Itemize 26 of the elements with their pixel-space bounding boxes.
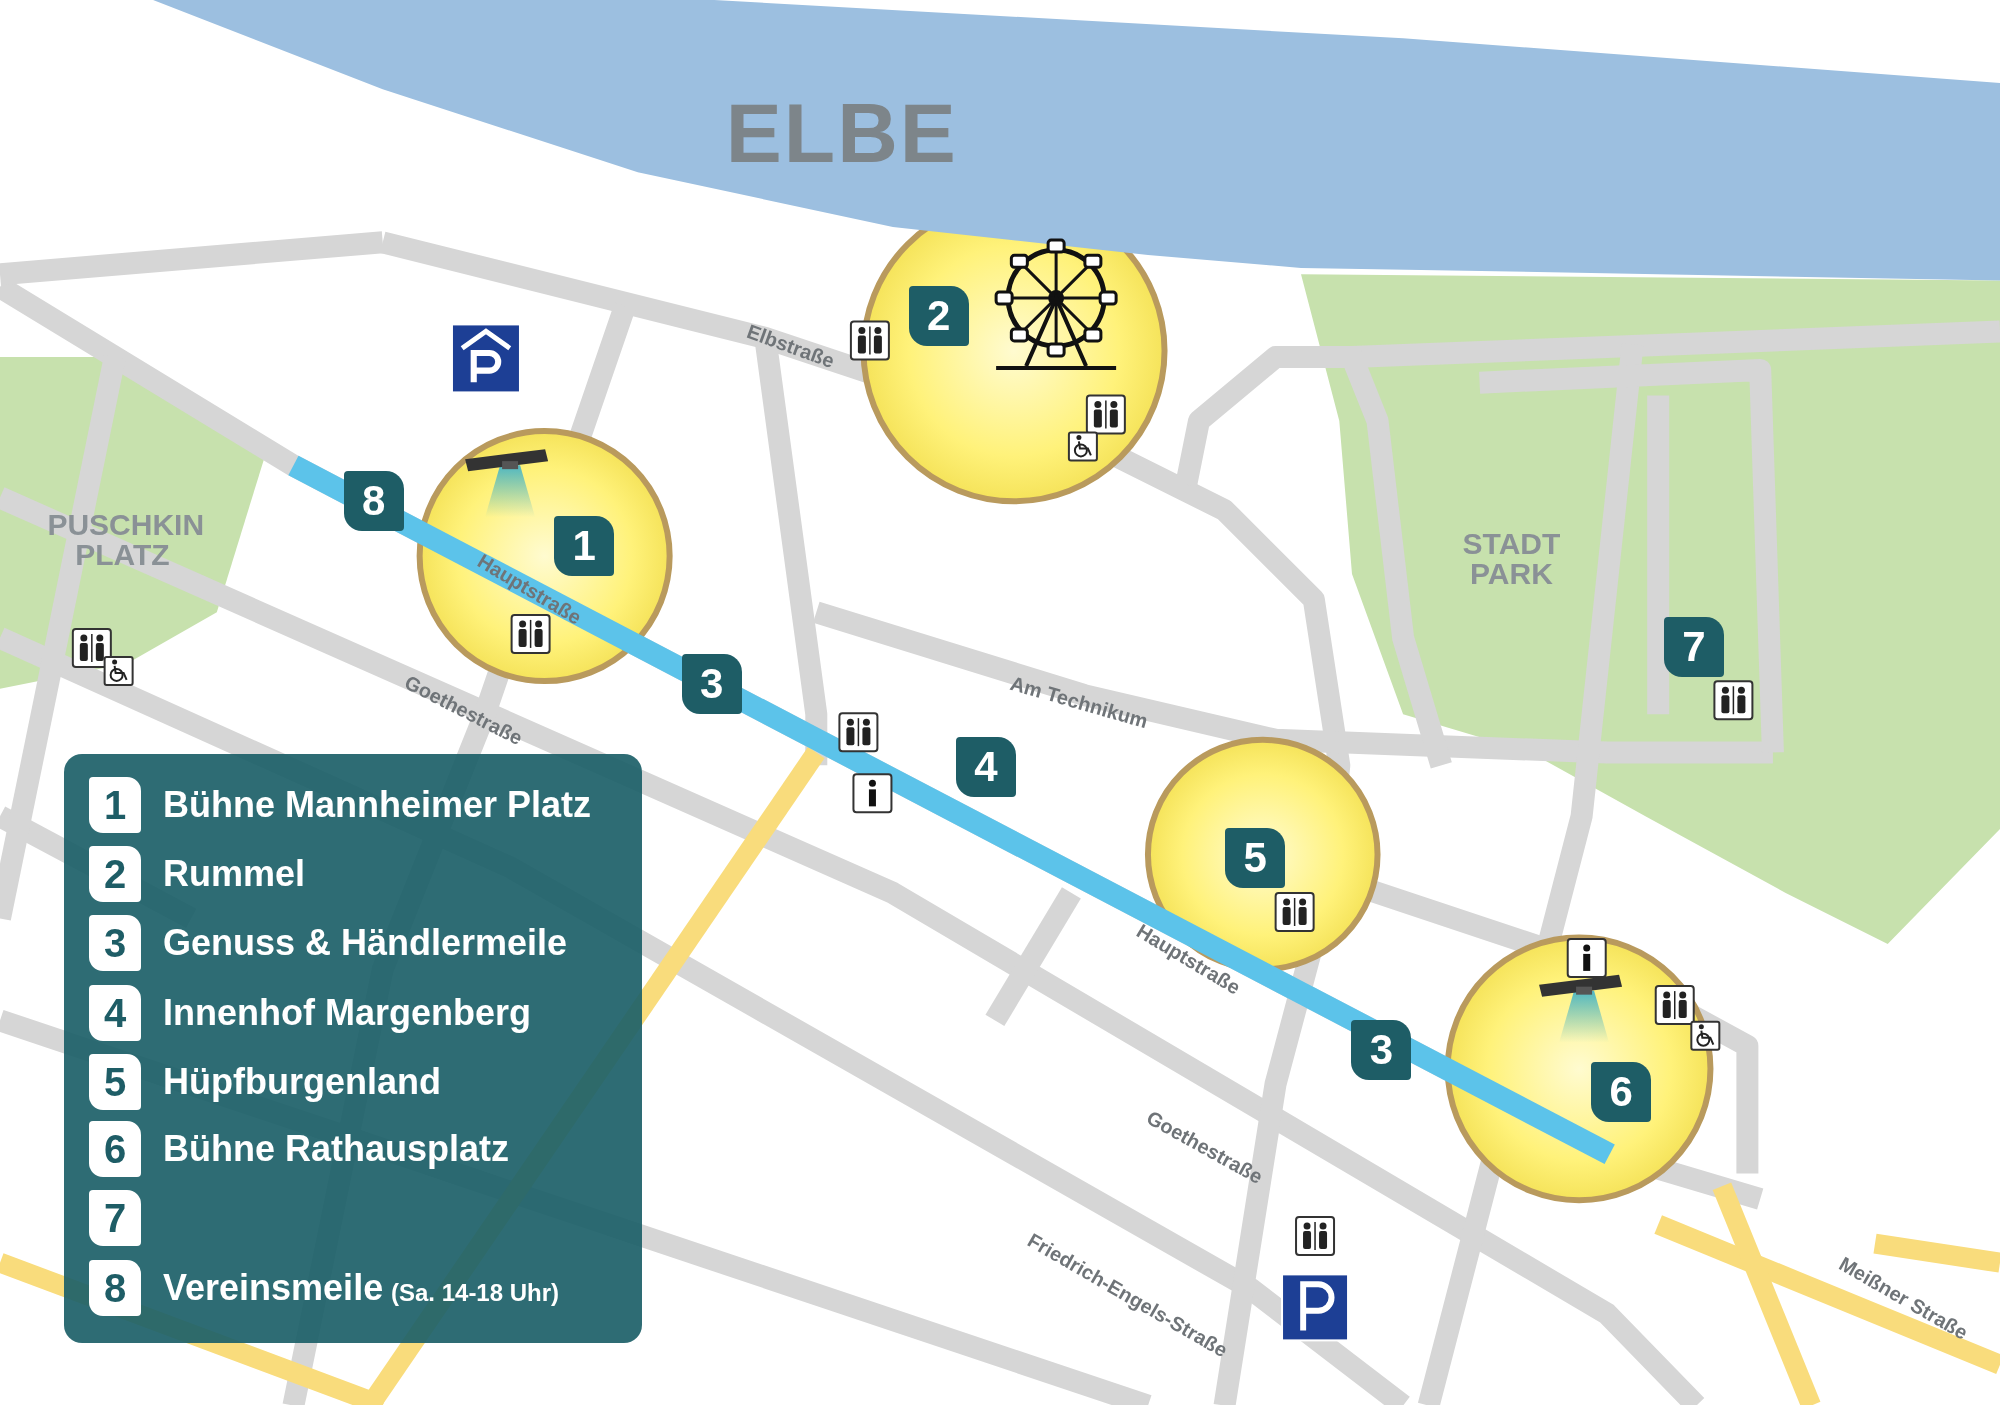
area-name: STADT PARK xyxy=(1461,528,1562,589)
location-number: 2 xyxy=(89,846,141,902)
location-number: 4 xyxy=(89,985,141,1041)
location-number: 4 xyxy=(955,736,1016,797)
location-number: 3 xyxy=(89,915,141,971)
location-name: Rummel xyxy=(163,853,306,895)
location-name: Vereinsmeile xyxy=(163,1267,384,1309)
opening-hours: (Sa. 14-18 Uhr) xyxy=(391,1279,560,1307)
location-name: Genuss & Händlermeile xyxy=(163,922,568,964)
location-number: 1 xyxy=(89,777,141,833)
location-number: 7 xyxy=(1663,616,1724,677)
location-number: 6 xyxy=(89,1121,141,1177)
location-number: 8 xyxy=(343,471,404,532)
location-name: Innenhof Margenberg xyxy=(163,992,531,1034)
location-number: 2 xyxy=(908,286,969,347)
river-name: ELBE xyxy=(725,85,958,183)
location-number: 3 xyxy=(1351,1019,1412,1080)
location-name: Bühne Mannheimer Platz xyxy=(163,784,592,826)
location-name: Hüpfburgenland xyxy=(163,1061,441,1103)
location-number: 5 xyxy=(1225,828,1286,889)
location-number: 3 xyxy=(681,653,742,714)
location-name: Bühne Rathausplatz xyxy=(163,1128,510,1170)
location-number: 8 xyxy=(89,1260,141,1316)
location-number: 7 xyxy=(89,1190,141,1246)
location-number: 5 xyxy=(89,1054,141,1110)
location-number: 6 xyxy=(1591,1061,1652,1122)
